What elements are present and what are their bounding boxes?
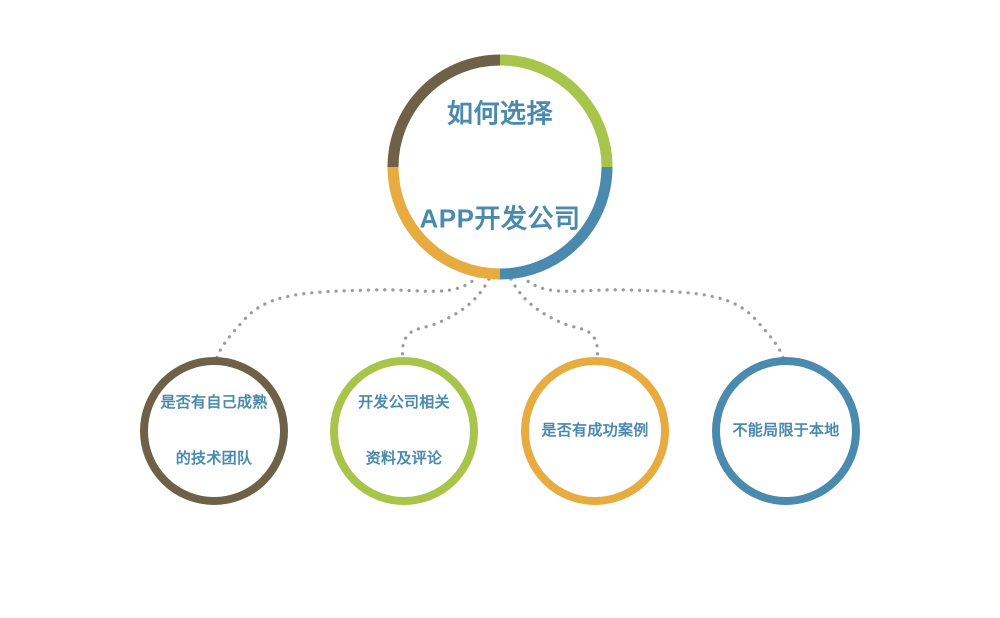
- connector-to-node-cases: [509, 277, 600, 363]
- connector-to-node-team: [214, 274, 480, 362]
- hub-segment-blue-arc: [499, 166, 613, 280]
- ring-node-reviews[interactable]: [330, 357, 478, 505]
- hub-segment-orange-arc: [387, 166, 501, 280]
- hub-segment-brown-arc: [387, 54, 501, 168]
- ring-node-cases[interactable]: [521, 357, 669, 505]
- ring-node-team[interactable]: [140, 357, 288, 505]
- hub-ring: [387, 54, 613, 280]
- hub-segment-green-arc: [499, 54, 613, 168]
- ring-node-location[interactable]: [712, 357, 860, 505]
- leaf-rings: [140, 357, 860, 505]
- connector-to-node-location: [520, 274, 786, 362]
- connector-to-node-reviews: [400, 277, 491, 363]
- connector-group: [214, 274, 786, 363]
